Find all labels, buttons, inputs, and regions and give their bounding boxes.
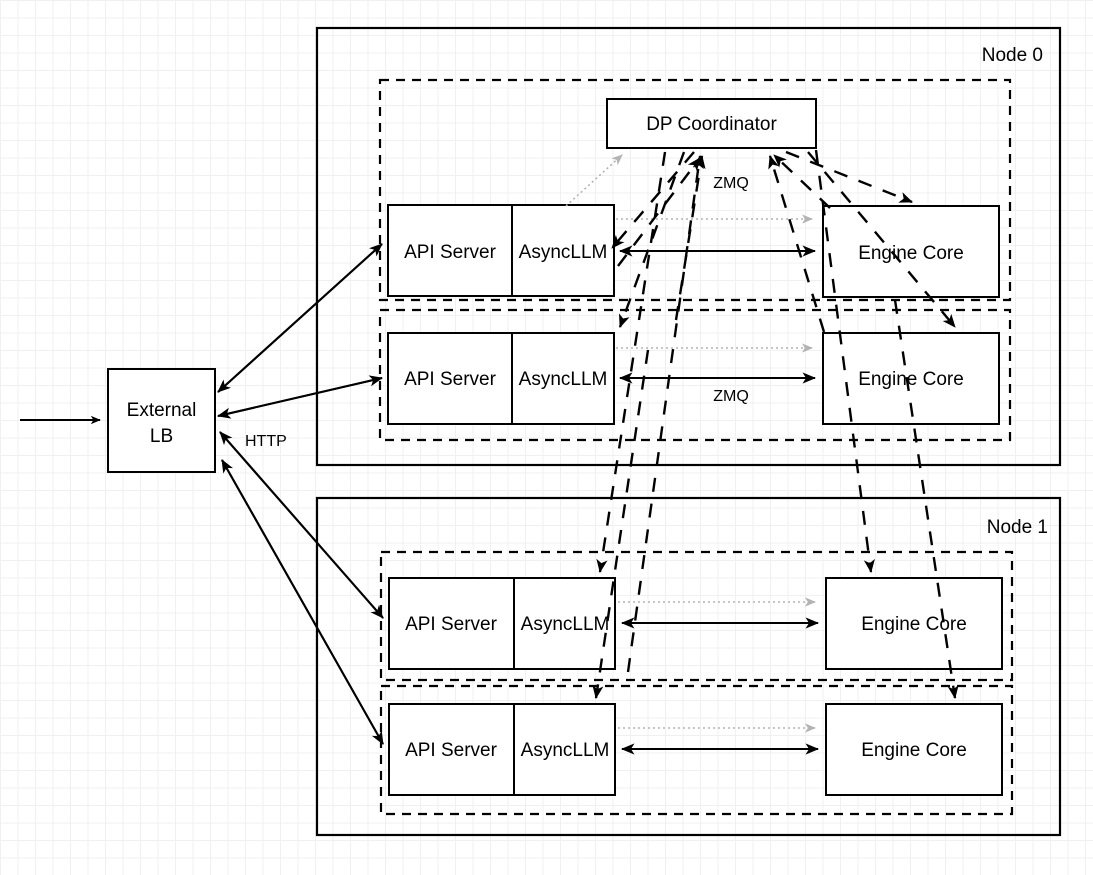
node-1-label: Node 1 xyxy=(987,517,1048,538)
node-0-rank-1-asyncllm-label: AsyncLLM xyxy=(519,369,608,390)
node-0-rank-0-apiserver-asyncllm-box[interactable] xyxy=(387,204,615,297)
coordinator-to-node-0-rank-1-asyncllm-arrow xyxy=(618,151,686,328)
node-1-rank-1-enginecore-to-coordinator-arrow xyxy=(626,155,704,673)
node-1-rank-1-asyncllm-label: AsyncLLM xyxy=(521,740,610,761)
node-1-rank-0-enginecore-to-coordinator-arrow xyxy=(674,155,706,321)
zmq-label-top: ZMQ xyxy=(713,175,749,192)
node-1-rank-0-enginecore-box[interactable] xyxy=(825,577,1003,670)
node-0-rank-1-container xyxy=(378,308,1012,442)
coordinator-inbound-extra-arrow xyxy=(617,157,701,267)
coordinator-to-node-0-rank-0-asyncllm-arrow xyxy=(611,151,695,249)
external-lb-box[interactable] xyxy=(107,368,216,473)
node-1-rank-1-engine-core-label: Engine Core xyxy=(861,740,967,761)
zmq-label-second: ZMQ xyxy=(713,388,749,405)
external-lb-label-line2: LB xyxy=(150,426,173,447)
coordinator-to-node-1-rank-1-asyncllm-arrow xyxy=(592,349,650,699)
node-1-rank-0-container xyxy=(379,550,1014,682)
node-1-rank-1-enginecore-box[interactable] xyxy=(825,703,1003,796)
node-1-rank-0-asyncllm-label: AsyncLLM xyxy=(521,614,610,635)
node-0-rank-0-asyncllm-label: AsyncLLM xyxy=(519,242,608,263)
node-1-rank-1-api-server-label: API Server xyxy=(405,740,498,761)
node-0-label: Node 0 xyxy=(982,45,1043,66)
node-0-rank-1-api-server-label: API Server xyxy=(404,369,497,390)
node-0-rank-1-apiserver-asyncllm-box[interactable] xyxy=(387,332,615,425)
node-0-rank-0-to-lb-arrow xyxy=(217,243,383,393)
node-1-rank-1-to-lb-arrow xyxy=(221,459,384,745)
http-edge-label: HTTP xyxy=(245,433,287,450)
node-0-rank-0-enginecore-box[interactable] xyxy=(822,205,1000,298)
dp-coordinator-label: DP Coordinator xyxy=(646,114,777,135)
node-0-rank-1-engine-core-label: Engine Core xyxy=(858,369,964,390)
asyncllm-to-coordinator-dotted-arrow xyxy=(565,154,623,207)
node-0-rank-0-container xyxy=(378,78,1012,302)
node-1-rank-0-to-lb-arrow xyxy=(219,431,384,619)
node-1-rank-0-apiserver-asyncllm-box[interactable] xyxy=(388,577,616,670)
node-0-container xyxy=(315,26,1062,467)
external-lb-label-line1: External xyxy=(127,400,197,421)
coordinator-to-node-1-rank-0-asyncllm-arrow xyxy=(596,151,667,573)
node-0-rank-1-to-lb-arrow xyxy=(217,377,383,419)
dp-coordinator-box[interactable] xyxy=(606,98,817,149)
coordinator-to-node-1-rank-0-enginecore-arrow xyxy=(814,149,875,573)
node-1-rank-0-api-server-label: API Server xyxy=(405,614,498,635)
coordinator-to-node-0-rank-0-enginecore-arrow xyxy=(785,150,913,204)
node-1-rank-0-engine-core-label: Engine Core xyxy=(861,614,967,635)
node-1-rank-1-apiserver-asyncllm-box[interactable] xyxy=(388,703,616,796)
node-0-rank-1-enginecore-box[interactable] xyxy=(822,332,1000,425)
node-1-container xyxy=(315,496,1062,837)
node-0-rank-1-enginecore-to-coordinator-arrow xyxy=(768,155,826,333)
node-1-rank-1-container xyxy=(379,684,1014,816)
node-0-rank-0-api-server-label: API Server xyxy=(404,242,497,263)
coordinator-to-node-0-rank-1-enginecore-arrow xyxy=(807,151,956,328)
node-0-rank-0-enginecore-to-coordinator-arrow xyxy=(773,154,831,209)
node-0-rank-0-engine-core-label: Engine Core xyxy=(858,243,964,264)
